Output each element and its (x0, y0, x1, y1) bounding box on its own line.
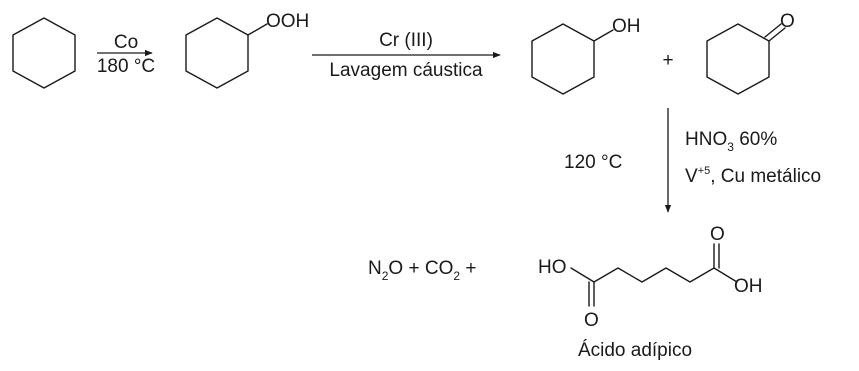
step3-reagent: HNO3 60% (685, 129, 777, 154)
step2-treatment: Lavagem cáustica (329, 60, 483, 81)
carbonyl-bond-b (764, 23, 782, 38)
cyclohexanone-ring (706, 23, 770, 95)
alcohol-group: OH (612, 16, 641, 37)
cyclohexanol-ring (531, 23, 595, 95)
carbonyl-bond-a (768, 27, 786, 42)
cyclohexanol-bond (593, 29, 614, 42)
ketone-group: O (780, 11, 795, 32)
step2-catalyst: Cr (III) (379, 30, 433, 51)
hydroperoxide-group: OOH (266, 11, 309, 32)
product-ho: HO (538, 257, 567, 278)
adipic-acid-chain (570, 267, 738, 283)
byproducts: N2O + CO2 + (368, 258, 476, 283)
step3-temperature: 120 °C (564, 152, 622, 173)
plus-sign: + (662, 50, 673, 71)
step1-catalyst: Co (114, 32, 138, 53)
hydroperoxide-bond (247, 23, 268, 36)
step3-catalyst: V+5, Cu metálico (685, 165, 821, 187)
cyclohexane-ring (12, 17, 76, 89)
product-name: Ácido adípico (578, 340, 692, 361)
product-oh: OH (734, 276, 763, 297)
product-o-top: O (710, 224, 725, 245)
hydroperoxide-ring (185, 17, 249, 89)
product-o-bottom: O (584, 310, 599, 331)
step1-temperature: 180 °C (97, 56, 155, 77)
